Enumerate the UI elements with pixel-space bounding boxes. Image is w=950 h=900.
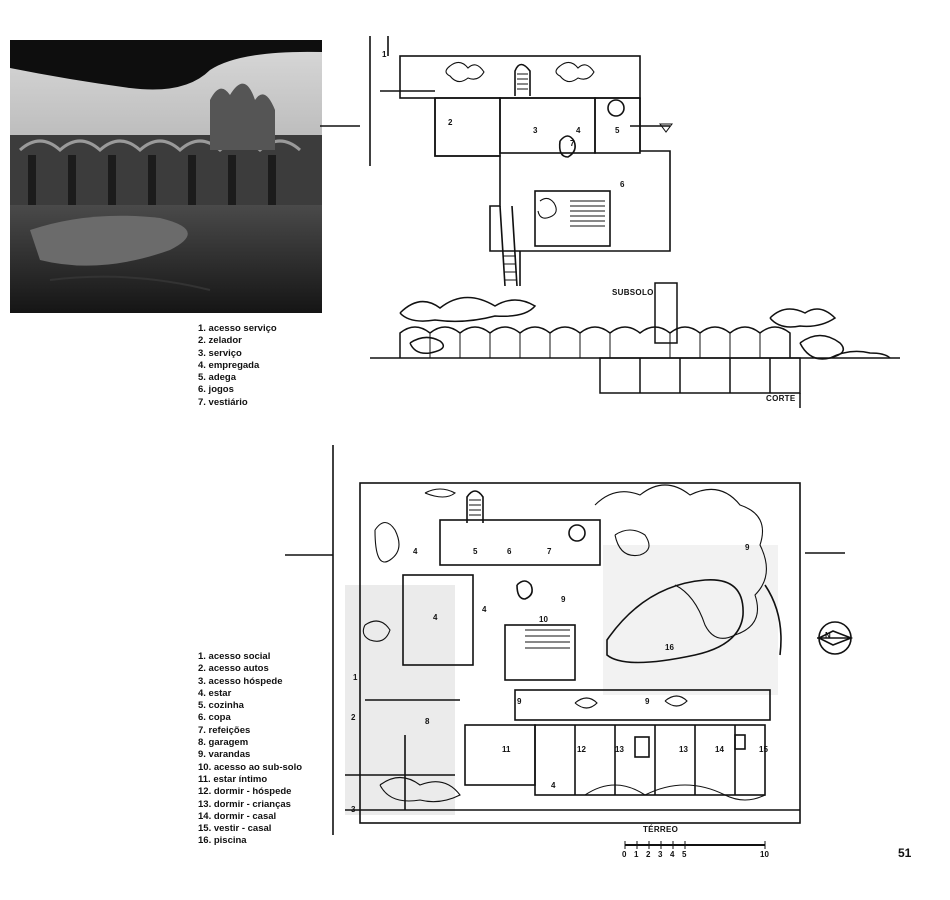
room-number: 15: [759, 745, 768, 754]
terreo-title: TÉRREO: [643, 825, 679, 834]
legend-item: 5. cozinha: [198, 700, 244, 712]
subsolo-plan: 1 2 3 4 5 6 7 SUBSOLO: [320, 36, 720, 297]
room-number: 6: [507, 547, 512, 556]
room-number: 3: [351, 805, 356, 814]
subsolo-drawing: [320, 36, 673, 287]
legend-item: 3. serviço: [198, 347, 242, 359]
room-number: 4: [413, 547, 418, 556]
scale-tick: 4: [670, 850, 675, 859]
legend-item: 2. acesso autos: [198, 663, 269, 675]
room-number: 9: [561, 595, 566, 604]
section-title: CORTE: [766, 394, 796, 403]
legend-item: 2. zelador: [198, 335, 242, 347]
room-number: 2: [448, 118, 453, 127]
room-number: 2: [351, 713, 356, 722]
room-number: 9: [645, 697, 650, 706]
room-number: 1: [353, 673, 358, 682]
scale-tick: 2: [646, 850, 651, 859]
room-number: 7: [570, 139, 575, 148]
room-number: 5: [615, 126, 620, 135]
terreo-drawing: [285, 445, 854, 849]
room-number: 4: [576, 126, 581, 135]
legend-item: 8. garagem: [198, 737, 249, 749]
north-label: N: [825, 631, 831, 640]
legend-item: 1. acesso serviço: [198, 323, 277, 334]
section-drawing: [370, 282, 900, 408]
room-number: 4: [551, 781, 556, 790]
scale-tick: 3: [658, 850, 663, 859]
legend-item: 4. empregada: [198, 359, 260, 371]
legend-item: 10. acesso ao sub-solo: [198, 761, 303, 773]
room-number: 11: [502, 745, 511, 754]
section-drawing-wrap: CORTE: [370, 278, 920, 408]
room-number: 9: [517, 697, 522, 706]
legend-item: 13. dormir - crianças: [198, 798, 291, 810]
subsolo-title: SUBSOLO: [612, 288, 654, 297]
scale-tick: 0: [622, 850, 627, 859]
courtyard-photo: [10, 40, 322, 313]
photo-drawing: [10, 40, 322, 313]
terreo-plan: 1 2 3 4 4 4 4 5 6 7 8 9 9 9 9 10 11 12 1…: [285, 445, 885, 865]
legend-item: 7. refeições: [198, 724, 251, 736]
legend-terreo: 1. acesso social 2. acesso autos 3. aces…: [198, 651, 302, 848]
legend-item: 15. vestir - casal: [198, 823, 272, 835]
room-number: 9: [745, 543, 750, 552]
room-number: 14: [715, 745, 724, 754]
room-number: 8: [425, 717, 430, 726]
legend-item: 6. jogos: [198, 384, 234, 396]
scale-tick: 10: [760, 850, 769, 859]
room-number: 4: [433, 613, 438, 622]
room-number: 4: [482, 605, 487, 614]
room-number: 3: [533, 126, 538, 135]
legend-item: 1. acesso social: [198, 651, 271, 662]
legend-item: 9. varandas: [198, 749, 251, 761]
page-number: 51: [898, 846, 912, 860]
legend-item: 3. acesso hóspede: [198, 675, 283, 687]
legend-item: 7. vestiário: [198, 396, 248, 408]
legend-item: 6. copa: [198, 712, 231, 724]
scale-tick: 1: [634, 850, 639, 859]
room-number: 13: [679, 745, 688, 754]
scale-tick: 5: [682, 850, 687, 859]
legend-item: 4. estar: [198, 687, 232, 699]
legend-item: 11. estar íntimo: [198, 773, 268, 785]
legend-item: 5. adega: [198, 372, 237, 384]
room-number: 5: [473, 547, 478, 556]
room-number: 7: [547, 547, 552, 556]
legend-subsolo: 1. acesso serviço 2. zelador 3. serviço …: [198, 323, 277, 409]
room-number: 12: [577, 745, 586, 754]
room-number: 10: [539, 615, 548, 624]
legend-item: 14. dormir - casal: [198, 810, 277, 822]
room-number: 13: [615, 745, 624, 754]
room-number: 16: [665, 643, 674, 652]
legend-item: 12. dormir - hóspede: [198, 786, 292, 798]
room-number: 6: [620, 180, 625, 189]
room-number: 1: [382, 50, 387, 59]
legend-item: 16. piscina: [198, 835, 247, 847]
